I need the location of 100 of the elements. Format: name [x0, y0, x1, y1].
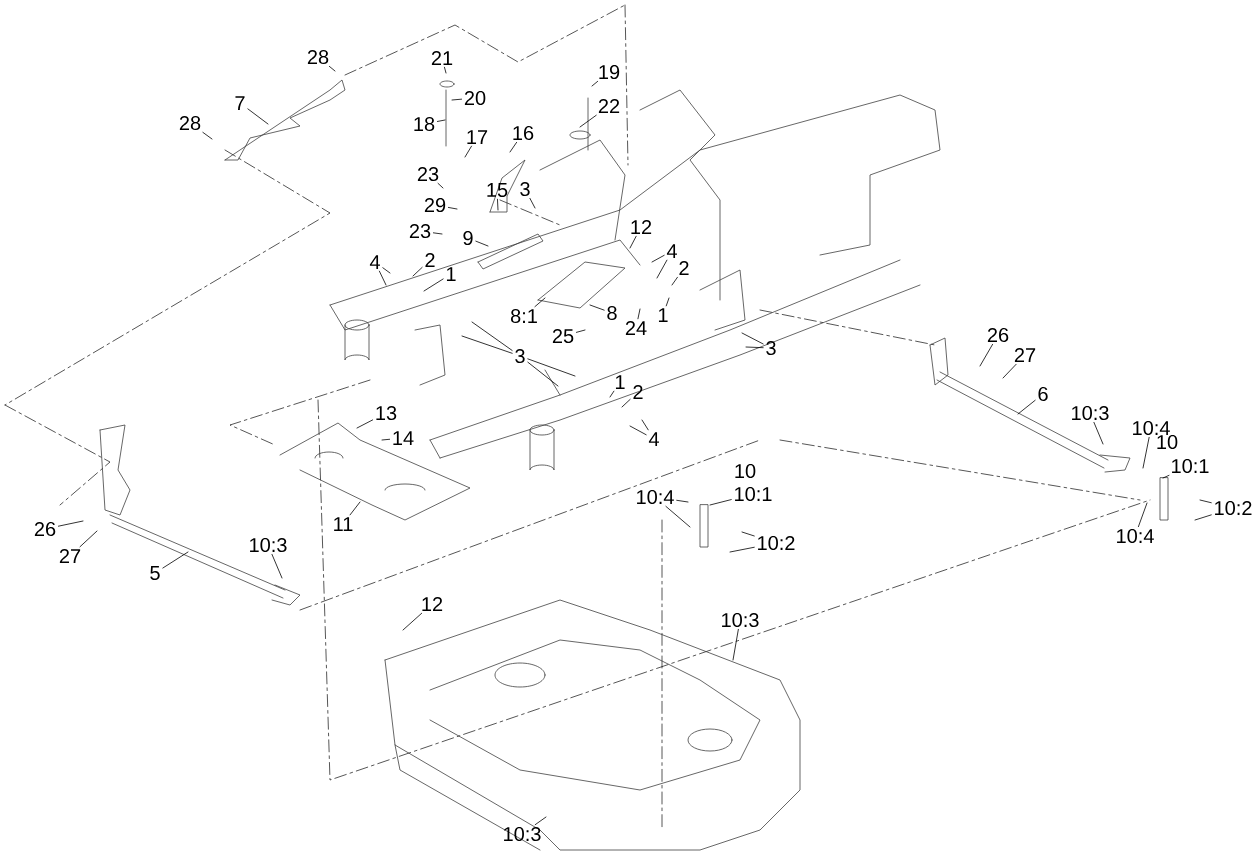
leader-line [579, 114, 597, 128]
leader-line [451, 98, 462, 101]
callout-number: 10:2 [1215, 500, 1252, 516]
callout-number: 24 [625, 321, 647, 335]
leader-line [412, 266, 423, 277]
leader-line [665, 505, 691, 528]
leader-line [529, 197, 536, 209]
callout-number: 3 [515, 348, 525, 364]
callout-number: 10:2 [758, 535, 795, 551]
callout-number: 4 [666, 244, 677, 258]
leader-line [589, 304, 605, 311]
callout-number: 18 [414, 116, 435, 132]
callout-number: 10:4 [1117, 528, 1154, 544]
leader-line [509, 141, 517, 153]
callout-number: 27 [59, 549, 81, 563]
callout-number: 10:3 [504, 826, 541, 842]
callout-number: 15 [487, 183, 508, 197]
leader-line [1142, 436, 1150, 469]
callout-number: 12 [631, 220, 652, 234]
leader-line [641, 419, 649, 431]
leader-line [1199, 499, 1212, 504]
callout-number: 10:4 [637, 489, 674, 505]
callout-number: 1 [658, 308, 668, 322]
callout-number: 4 [369, 255, 380, 269]
callout-number: 23 [409, 223, 431, 239]
callout-number: 19 [599, 64, 620, 80]
callout-number: 26 [987, 327, 1009, 343]
callout-number: 22 [598, 99, 620, 113]
callout-number: 10 [1157, 434, 1178, 450]
callout-number: 1 [446, 267, 456, 281]
callout-number: 2 [679, 261, 689, 275]
callout-number: 20 [464, 90, 486, 106]
leader-line [79, 530, 98, 548]
leader-line [1093, 421, 1104, 445]
callout-number: 5 [150, 566, 160, 580]
callout-number: 14 [393, 431, 414, 445]
leader-line [1138, 502, 1148, 528]
leader-line [651, 254, 665, 263]
callout-number: 28 [179, 115, 201, 131]
callout-number: 6 [1038, 386, 1048, 402]
leader-line [58, 520, 84, 527]
leader-line [437, 119, 446, 122]
leader-line [356, 419, 373, 429]
callout-number: 10:3 [722, 612, 759, 628]
leader-line [464, 145, 472, 158]
leader-line [576, 329, 586, 333]
leader-line [328, 65, 336, 72]
callout-number: 28 [307, 49, 329, 65]
callout-number: 16 [513, 125, 534, 141]
leader-line [1002, 363, 1017, 379]
callout-number: 10:3 [250, 537, 287, 553]
leader-line [1194, 514, 1212, 521]
callout-number: 17 [467, 130, 488, 144]
callout-number: 10 [735, 463, 756, 479]
callout-number: 21 [431, 51, 453, 65]
leader-line [609, 390, 615, 398]
callout-number: 25 [552, 328, 574, 344]
callout-number: 10:1 [735, 486, 772, 502]
leader-line [162, 551, 189, 569]
leader-line [621, 398, 631, 408]
callout-number: 12 [422, 597, 443, 611]
leader-line [433, 232, 443, 235]
leader-line [437, 182, 444, 189]
callout-number: 10:3 [1072, 405, 1109, 421]
callout-number: 4 [648, 432, 659, 446]
callout-number: 7 [235, 96, 245, 110]
leader-line [741, 531, 755, 537]
leader-line [448, 207, 458, 210]
leader-line [741, 332, 764, 345]
callout-number: 10:4 [1133, 420, 1170, 436]
callout-number: 26 [34, 521, 56, 537]
leader-line [656, 259, 668, 279]
leader-line [591, 80, 599, 87]
leader-line [534, 816, 547, 826]
callout-number: 27 [1014, 348, 1036, 362]
leader-line [381, 438, 390, 441]
leader-line [402, 612, 423, 631]
leader-line [475, 240, 489, 247]
leader-line [979, 343, 993, 367]
leader-line [423, 278, 444, 292]
leader-line [1017, 399, 1036, 415]
callout-number: 23 [417, 166, 439, 182]
callout-number: 8:1 [511, 308, 537, 324]
leader-line [497, 198, 499, 211]
leader-line [382, 267, 391, 274]
callout-number: 11 [334, 517, 353, 531]
leader-line [461, 335, 513, 354]
leader-line [676, 499, 689, 503]
callout-number: 8 [607, 305, 617, 321]
leader-line [732, 628, 739, 661]
callout-number: 9 [463, 230, 473, 246]
leader-line [1162, 474, 1170, 479]
callout-number: 3 [520, 181, 530, 197]
leader-line [629, 235, 637, 249]
leader-line [709, 499, 732, 506]
callout-number: 2 [633, 385, 643, 399]
leader-line [534, 297, 546, 308]
leader-line [379, 270, 387, 286]
callout-number: 13 [376, 405, 397, 421]
leader-line [665, 297, 670, 307]
